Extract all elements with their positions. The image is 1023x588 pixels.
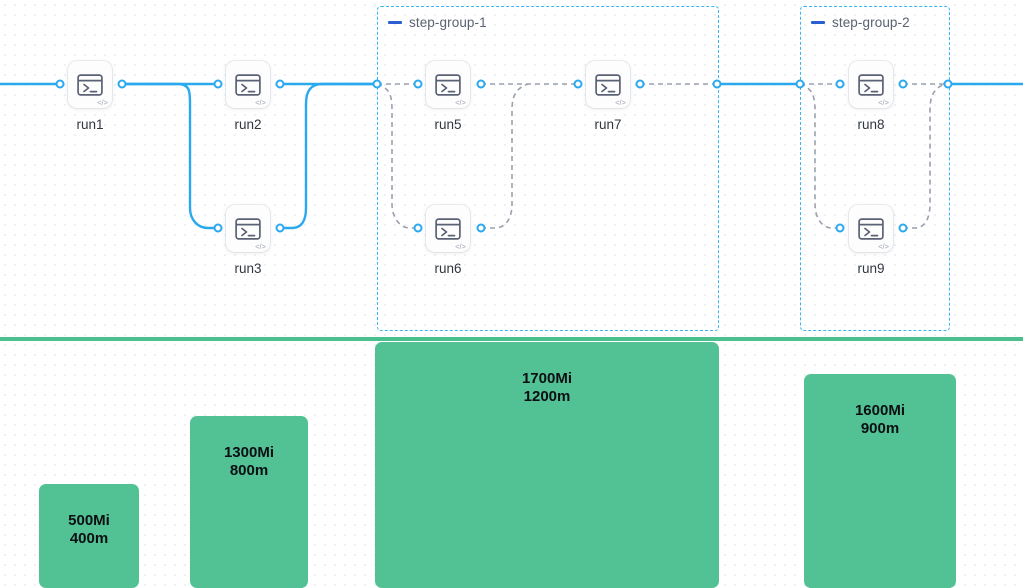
terminal-icon bbox=[858, 74, 884, 96]
memory-value: 1700Mi bbox=[521, 370, 573, 387]
handle-in-run5[interactable] bbox=[413, 79, 423, 89]
memory-value: 1300Mi bbox=[223, 444, 275, 461]
node-run5[interactable]: </> run5 bbox=[426, 61, 470, 132]
handle-in-run9[interactable] bbox=[835, 223, 845, 233]
code-icon[interactable]: </> bbox=[615, 97, 626, 107]
memory-value: 1600Mi bbox=[854, 402, 906, 419]
terminal-icon bbox=[235, 74, 261, 96]
group-step-group-1[interactable]: step-group-1 bbox=[377, 6, 719, 331]
node-label-run1: run1 bbox=[76, 117, 104, 132]
handle-group1-in[interactable] bbox=[372, 79, 382, 89]
group-label-step-group-1[interactable]: step-group-1 bbox=[388, 15, 487, 30]
edge-run3-group1 bbox=[280, 82, 377, 230]
node-label-run6: run6 bbox=[434, 261, 462, 276]
handle-group1-out[interactable] bbox=[712, 79, 722, 89]
node-run7[interactable]: </> run7 bbox=[586, 61, 630, 132]
code-icon[interactable]: </> bbox=[97, 97, 108, 107]
terminal-icon bbox=[77, 74, 103, 96]
code-icon[interactable]: </> bbox=[878, 97, 889, 107]
handle-in-run3[interactable] bbox=[213, 223, 223, 233]
node-label-run3: run3 bbox=[234, 261, 262, 276]
minus-icon[interactable] bbox=[811, 21, 825, 24]
terminal-icon bbox=[858, 218, 884, 240]
node-label-run8: run8 bbox=[857, 117, 885, 132]
code-icon[interactable]: </> bbox=[255, 241, 266, 251]
cpu-value: 1200m bbox=[523, 388, 571, 405]
handle-in-run1[interactable] bbox=[55, 79, 65, 89]
terminal-icon bbox=[235, 218, 261, 240]
node-run6[interactable]: </> run6 bbox=[426, 205, 470, 276]
node-run1[interactable]: </> run1 bbox=[68, 61, 112, 132]
node-run2[interactable]: </> run2 bbox=[226, 61, 270, 132]
group-label-step-group-2[interactable]: step-group-2 bbox=[811, 15, 910, 30]
cpu-value: 800m bbox=[229, 462, 269, 479]
handle-out-run3[interactable] bbox=[275, 223, 285, 233]
handle-in-run2[interactable] bbox=[213, 79, 223, 89]
handle-out-run2[interactable] bbox=[275, 79, 285, 89]
code-icon[interactable]: </> bbox=[455, 97, 466, 107]
node-label-run9: run9 bbox=[857, 261, 885, 276]
handle-in-run7[interactable] bbox=[573, 79, 583, 89]
group-step-group-2[interactable]: step-group-2 bbox=[800, 6, 950, 331]
handle-out-run9[interactable] bbox=[898, 223, 908, 233]
cpu-value: 400m bbox=[69, 530, 109, 547]
code-icon[interactable]: </> bbox=[255, 97, 266, 107]
terminal-icon bbox=[435, 74, 461, 96]
cpu-value: 900m bbox=[860, 420, 900, 437]
minus-icon[interactable] bbox=[388, 21, 402, 24]
node-label-run2: run2 bbox=[234, 117, 262, 132]
node-label-run5: run5 bbox=[434, 117, 462, 132]
code-icon[interactable]: </> bbox=[878, 241, 889, 251]
handle-in-run8[interactable] bbox=[835, 79, 845, 89]
node-run8[interactable]: </> run8 bbox=[849, 61, 893, 132]
node-run9[interactable]: </> run9 bbox=[849, 205, 893, 276]
green-divider-line bbox=[0, 337, 1023, 341]
handle-in-run6[interactable] bbox=[413, 223, 423, 233]
handle-out-run5[interactable] bbox=[476, 79, 486, 89]
handle-out-run6[interactable] bbox=[476, 223, 486, 233]
terminal-icon bbox=[435, 218, 461, 240]
handle-out-run8[interactable] bbox=[898, 79, 908, 89]
group-title: step-group-2 bbox=[832, 15, 910, 30]
group-title: step-group-1 bbox=[409, 15, 487, 30]
node-run3[interactable]: </> run3 bbox=[226, 205, 270, 276]
handle-group2-out[interactable] bbox=[943, 79, 953, 89]
handle-out-run1[interactable] bbox=[117, 79, 127, 89]
node-label-run7: run7 bbox=[594, 117, 622, 132]
edge-run1-run3 bbox=[122, 82, 218, 230]
code-icon[interactable]: </> bbox=[455, 241, 466, 251]
handle-group2-in[interactable] bbox=[795, 79, 805, 89]
memory-value: 500Mi bbox=[68, 512, 110, 529]
terminal-icon bbox=[595, 74, 621, 96]
handle-out-run7[interactable] bbox=[635, 79, 645, 89]
